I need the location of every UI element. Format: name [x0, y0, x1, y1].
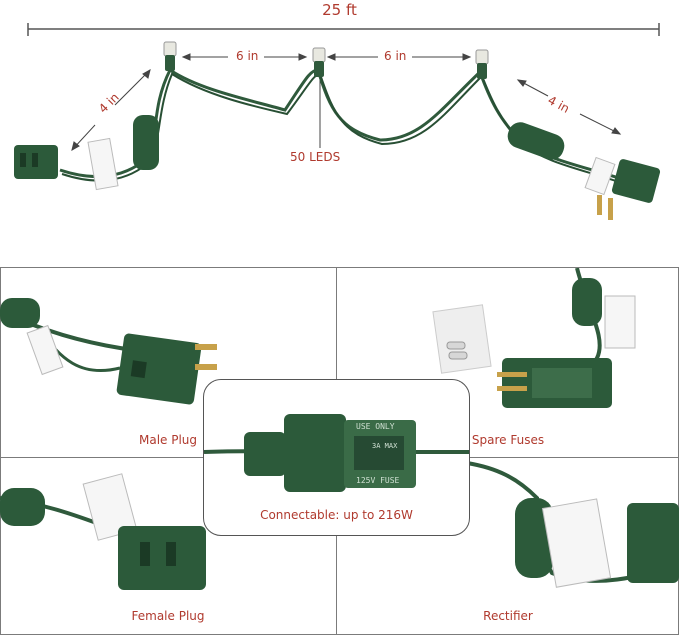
- fuse-rating-text: 125V FUSE: [356, 476, 400, 485]
- panel-male-plug: [0, 298, 217, 405]
- rectifier-body: [515, 498, 553, 578]
- caption-connectable: Connectable: up to 216W: [260, 508, 413, 522]
- led-bulb-left: [163, 41, 177, 71]
- rectifier-left: [133, 115, 159, 170]
- caution-tag-top-right: [584, 156, 616, 196]
- spacing-label-left: 6 in: [236, 49, 259, 63]
- fuse-use-only-text: USE ONLY: [356, 422, 395, 431]
- caution-tag-female: [82, 473, 138, 541]
- led-count-label: 50 LEDS: [290, 150, 341, 164]
- string-light-diagram: [14, 23, 661, 220]
- lead-arrow-right: [516, 79, 622, 135]
- panel-rectifier: [466, 461, 679, 588]
- rectifier-right: [507, 122, 565, 160]
- spacing-arrow-left: [181, 53, 308, 61]
- caption-rectifier: Rectifier: [483, 609, 533, 623]
- female-plug-top: [14, 145, 58, 179]
- caption-female-plug: Female Plug: [131, 609, 205, 623]
- male-plug-top: [597, 159, 661, 220]
- caution-tag-fuse: [604, 295, 636, 349]
- caution-tag-male: [26, 324, 64, 376]
- spacing-arrow-right: [326, 53, 472, 61]
- lead-arrow-left: [71, 68, 151, 152]
- fuse-plug-body: [497, 358, 612, 408]
- panel-female-plug: [0, 473, 206, 590]
- led-bulb-center: [312, 47, 326, 77]
- caution-tag-rectifier: [541, 498, 612, 588]
- connector-closeup: [204, 414, 469, 492]
- connectable-inset: USE ONLY 125V FUSE 3A MAX Connectable: u…: [203, 379, 470, 536]
- fuse-packet: [432, 304, 492, 374]
- plug-body-rectifier-panel: [627, 503, 679, 583]
- led-bulb-right: [475, 49, 489, 79]
- total-length-label: 25 ft: [322, 1, 357, 19]
- caption-male-plug: Male Plug: [138, 433, 198, 447]
- panel-spare-fuses: [432, 268, 636, 408]
- female-plug-body: [118, 526, 206, 590]
- connector-body: [244, 414, 416, 492]
- male-plug-body: [116, 333, 217, 405]
- rectifier-male-panel: [0, 298, 40, 328]
- caution-tag-top-left: [87, 137, 119, 191]
- fuse-amps-text: 3A MAX: [372, 442, 398, 450]
- rectifier-fuse-panel: [572, 278, 602, 326]
- rectifier-female-panel: [0, 488, 45, 526]
- grid-left-border: [0, 268, 1, 634]
- grid-top-border: [0, 267, 679, 268]
- spacing-label-right: 6 in: [384, 49, 407, 63]
- caption-spare-fuses: Spare Fuses: [471, 433, 545, 447]
